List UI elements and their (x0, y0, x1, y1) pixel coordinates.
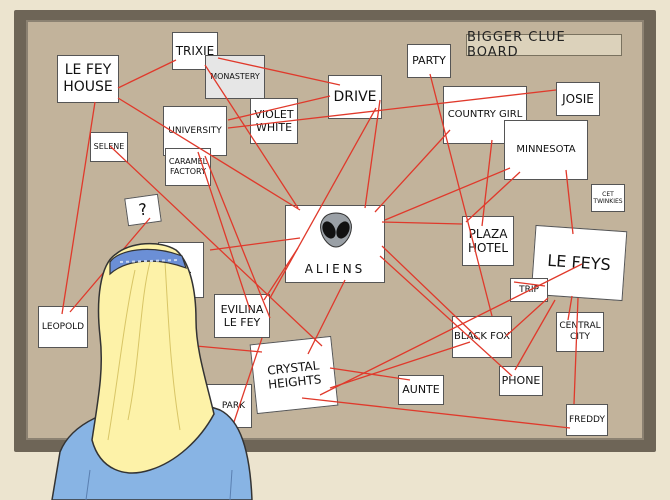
note-party: Party (407, 44, 451, 78)
board-title: Bigger Clue Board (466, 30, 622, 60)
note-minnesota: Minnesota (504, 120, 588, 180)
note-aliens: Aliens (285, 205, 385, 283)
note-central-city: Central City (556, 312, 604, 352)
note-freddy: Freddy (566, 404, 608, 436)
note-cet-twinkies: CET Twinkies (591, 184, 625, 212)
alien-head-icon (320, 212, 352, 248)
note-plaza-hotel: Plaza Hotel (462, 216, 514, 266)
note-university: University (163, 106, 227, 156)
note-le-fey-house: Le Fey House (57, 55, 119, 103)
note-josie: Josie (556, 82, 600, 116)
note-evilina-le-fey: Evilina Le Fey (214, 294, 270, 338)
